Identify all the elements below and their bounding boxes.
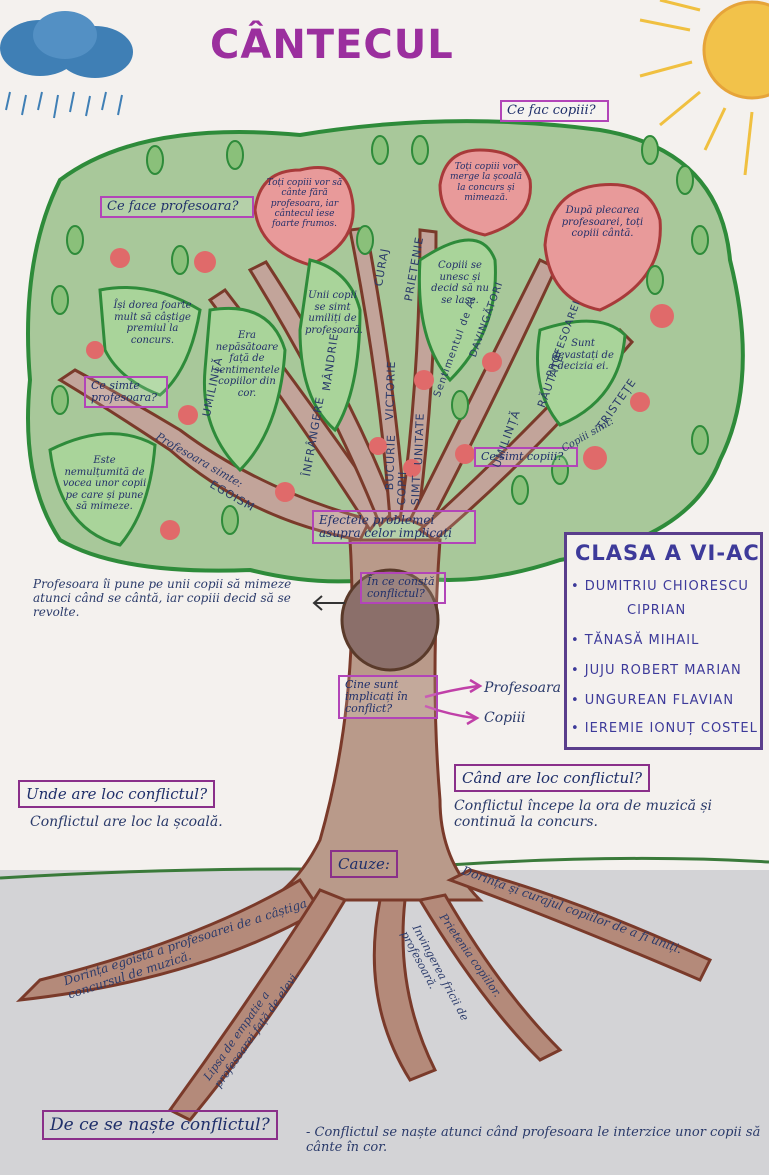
leaf-text-2: Era nepăsătoare față de sentimentele cop…	[214, 330, 280, 399]
question-children-do: Ce fac copiii?	[500, 100, 609, 123]
leaf-text-4: Copiii se unesc și decid să nu se lase.	[431, 260, 489, 306]
apple-icon	[253, 148, 662, 312]
small-apples	[86, 248, 674, 540]
question-conflict-consists: În ce constă conflictul?	[360, 572, 446, 605]
trunk-hollow	[340, 568, 440, 672]
answer-where: Conflictul are loc la școală.	[30, 814, 223, 830]
question-effects: Efectele problemei asupra celor implicaț…	[312, 510, 476, 545]
class-member: • DUMITRIU CHIORESCU	[571, 579, 749, 594]
question-who-involved: Cine sunt implicați în conflict?	[338, 675, 438, 720]
small-leaves	[51, 135, 709, 535]
class-member: • JUJU ROBERT MARIAN	[571, 663, 742, 678]
class-member: CIPRIAN	[627, 603, 687, 618]
leaf-text-6: Este nemulțumită de vocea unor copii pe …	[62, 455, 147, 512]
branch-label: UNITATE	[412, 412, 427, 466]
question-where: Unde are loc conflictul?	[18, 780, 216, 808]
apple-text-3: După plecarea profesoarei, toți copiii c…	[561, 205, 644, 239]
leaf-text-3: Unii copii se simt umiliți de profesoară…	[305, 290, 363, 336]
class-member: • UNGUREAN FLAVIAN	[571, 693, 735, 708]
apple-text-1: Toți copiii vor să cânte fără profesoara…	[266, 178, 343, 230]
answer-involved-teacher: Profesoara	[484, 680, 562, 696]
branch-label: COPII	[395, 470, 410, 506]
rain-icon	[5, 91, 123, 119]
question-when: Când are loc conflictul?	[454, 764, 651, 792]
question-causes: Cauze:	[330, 850, 398, 878]
branch-label: VICTORIE	[383, 360, 399, 421]
question-teacher-feels: Ce simte profesoara?	[84, 376, 168, 409]
branch-label: SIMT	[409, 474, 424, 506]
question-teacher-does: Ce face profesoara?	[100, 196, 254, 219]
answer-involved-children: Copiii	[484, 710, 526, 726]
question-origin: De ce se naște conflictul?	[42, 1110, 278, 1140]
answer-origin: - Conflictul se naște atunci când profes…	[306, 1125, 761, 1155]
sun-icon	[639, 0, 769, 176]
page-title: CÂNTECUL	[210, 22, 454, 68]
cloud-icon	[0, 11, 133, 78]
answer-conflict-consists: Profesoara îi pune pe unii copii să mime…	[33, 577, 292, 619]
arrow-icon	[424, 678, 483, 726]
class-member: • IEREMIE IONUȚ COSTEL	[571, 721, 758, 736]
answer-when: Conflictul începe la ora de muzică și co…	[454, 798, 713, 831]
question-children-feel: Ce simt copiii?	[474, 447, 578, 468]
leaf-icon	[48, 238, 627, 547]
leaf-text-5: Sunt devastați de decizia ei.	[552, 338, 614, 372]
class-box: CLASA A VI-AC • DUMITRIU CHIORESCU CIPRI…	[564, 532, 763, 750]
roots	[15, 868, 713, 1122]
apple-text-2: Toți copiii vor merge la școală la concu…	[450, 162, 522, 204]
class-heading: CLASA A VI-AC	[575, 541, 760, 565]
leaf-text-1: Își dorea foarte mult să câștige premiul…	[113, 300, 192, 346]
class-member: • TĂNASĂ MIHAIL	[571, 633, 700, 648]
